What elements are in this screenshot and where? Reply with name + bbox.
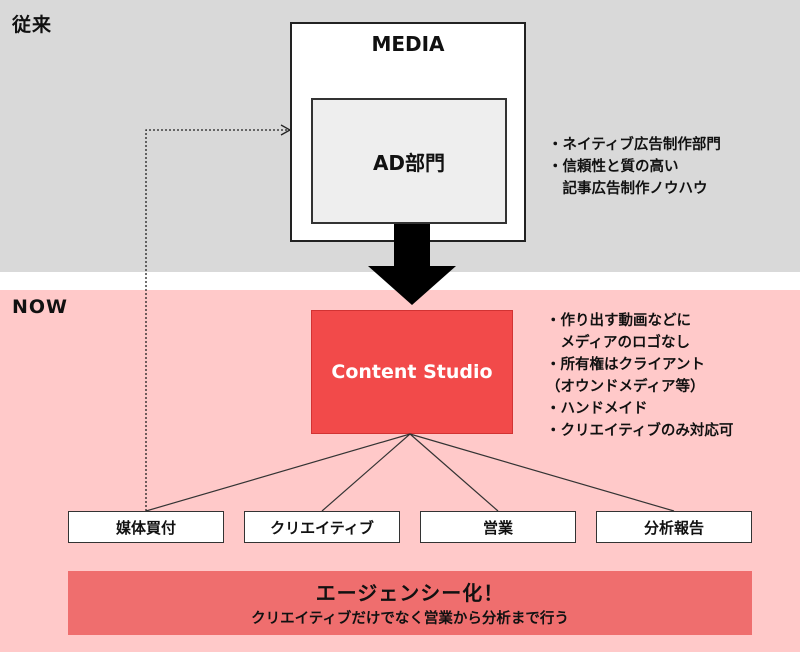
- connector-analysis: [409, 433, 675, 512]
- connector-sales: [409, 433, 499, 512]
- traditional-label: 従来: [12, 14, 53, 36]
- agency-banner: エージェンシー化！ クリエイティブだけでなく営業から分析まで行う: [68, 571, 752, 635]
- function-sales: 営業: [420, 511, 576, 543]
- agency-subtitle: クリエイティブだけでなく営業から分析まで行う: [251, 611, 569, 627]
- studio-notes: ・作り出す動画などに メディアのロゴなし ・所有権はクライアント （オウンドメデ…: [546, 313, 734, 439]
- function-creative: クリエイティブ: [244, 511, 400, 543]
- connector-media-buying: [145, 433, 411, 512]
- transition-arrow: [368, 224, 456, 305]
- function-media-buying: 媒体買付: [68, 511, 224, 543]
- now-label: NOW: [12, 296, 69, 318]
- dotted-link: [145, 129, 289, 511]
- media-notes: ・ネイティブ広告制作部門 ・信頼性と質の高い 記事広告制作ノウハウ: [548, 137, 721, 197]
- ad-department-box: AD部門: [311, 98, 507, 224]
- content-studio-box: Content Studio: [311, 310, 513, 434]
- agency-title: エージェンシー化！: [315, 581, 505, 605]
- media-title: MEDIA: [371, 32, 445, 56]
- connector-creative: [321, 433, 411, 512]
- dotted-link-arrowhead: [280, 124, 292, 136]
- function-analysis-report: 分析報告: [596, 511, 752, 543]
